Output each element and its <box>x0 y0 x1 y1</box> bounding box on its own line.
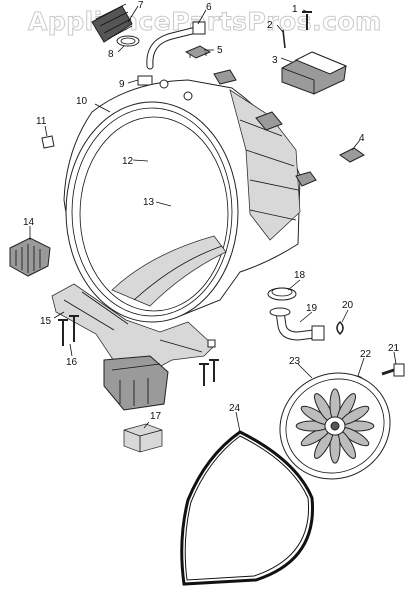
part-3-mount-bracket[interactable] <box>281 51 348 95</box>
callout-11: 11 <box>36 116 47 127</box>
part-16-bolts[interactable] <box>58 315 219 386</box>
callout-6: 6 <box>206 2 212 13</box>
callout-19: 19 <box>306 303 318 314</box>
callout-labels: 1 2 3 4 5 6 7 8 9 10 11 12 13 14 15 16 1… <box>23 0 400 422</box>
part-17-pad[interactable] <box>123 423 163 453</box>
part-4-plate[interactable] <box>339 147 365 163</box>
callout-17: 17 <box>150 411 162 422</box>
part-9-clip[interactable] <box>137 75 153 86</box>
part-2-pin[interactable] <box>282 29 286 49</box>
part-23-pulley[interactable] <box>261 353 410 499</box>
part-10-outer-tub[interactable] <box>63 69 317 323</box>
part-6-hose[interactable] <box>146 21 206 70</box>
callout-9: 9 <box>119 79 125 90</box>
callout-21: 21 <box>388 343 400 354</box>
callout-18: 18 <box>294 270 306 281</box>
part-7-bellows-hose[interactable] <box>91 3 133 43</box>
part-21-bolt[interactable] <box>381 363 405 377</box>
callout-10: 10 <box>76 96 88 107</box>
part-11-clip[interactable] <box>41 135 55 149</box>
callout-23: 23 <box>289 356 301 367</box>
callout-15: 15 <box>40 316 52 327</box>
callout-14: 14 <box>23 217 35 228</box>
callout-22: 22 <box>360 349 372 360</box>
callout-12: 12 <box>122 156 134 167</box>
callout-4: 4 <box>359 133 365 144</box>
callout-2: 2 <box>267 20 273 31</box>
part-19-elbow-pipe[interactable] <box>269 307 325 341</box>
callout-7: 7 <box>138 0 144 11</box>
callout-1: 1 <box>292 4 298 15</box>
part-14-connector[interactable] <box>9 237 51 277</box>
part-15-base-bracket[interactable] <box>51 283 216 411</box>
part-24-belt[interactable] <box>180 430 315 586</box>
part-5-bracket[interactable] <box>184 45 212 59</box>
part-8-clamp[interactable] <box>116 35 140 47</box>
callout-20: 20 <box>342 300 354 311</box>
callout-8: 8 <box>108 49 114 60</box>
callout-13: 13 <box>143 197 155 208</box>
part-18-seal-ring[interactable] <box>267 287 297 301</box>
callout-24: 24 <box>229 403 241 414</box>
callout-16: 16 <box>66 357 78 368</box>
callout-3: 3 <box>272 55 278 66</box>
leader-lines <box>29 5 397 433</box>
part-20-clip[interactable] <box>336 320 344 336</box>
callout-5: 5 <box>217 45 223 56</box>
